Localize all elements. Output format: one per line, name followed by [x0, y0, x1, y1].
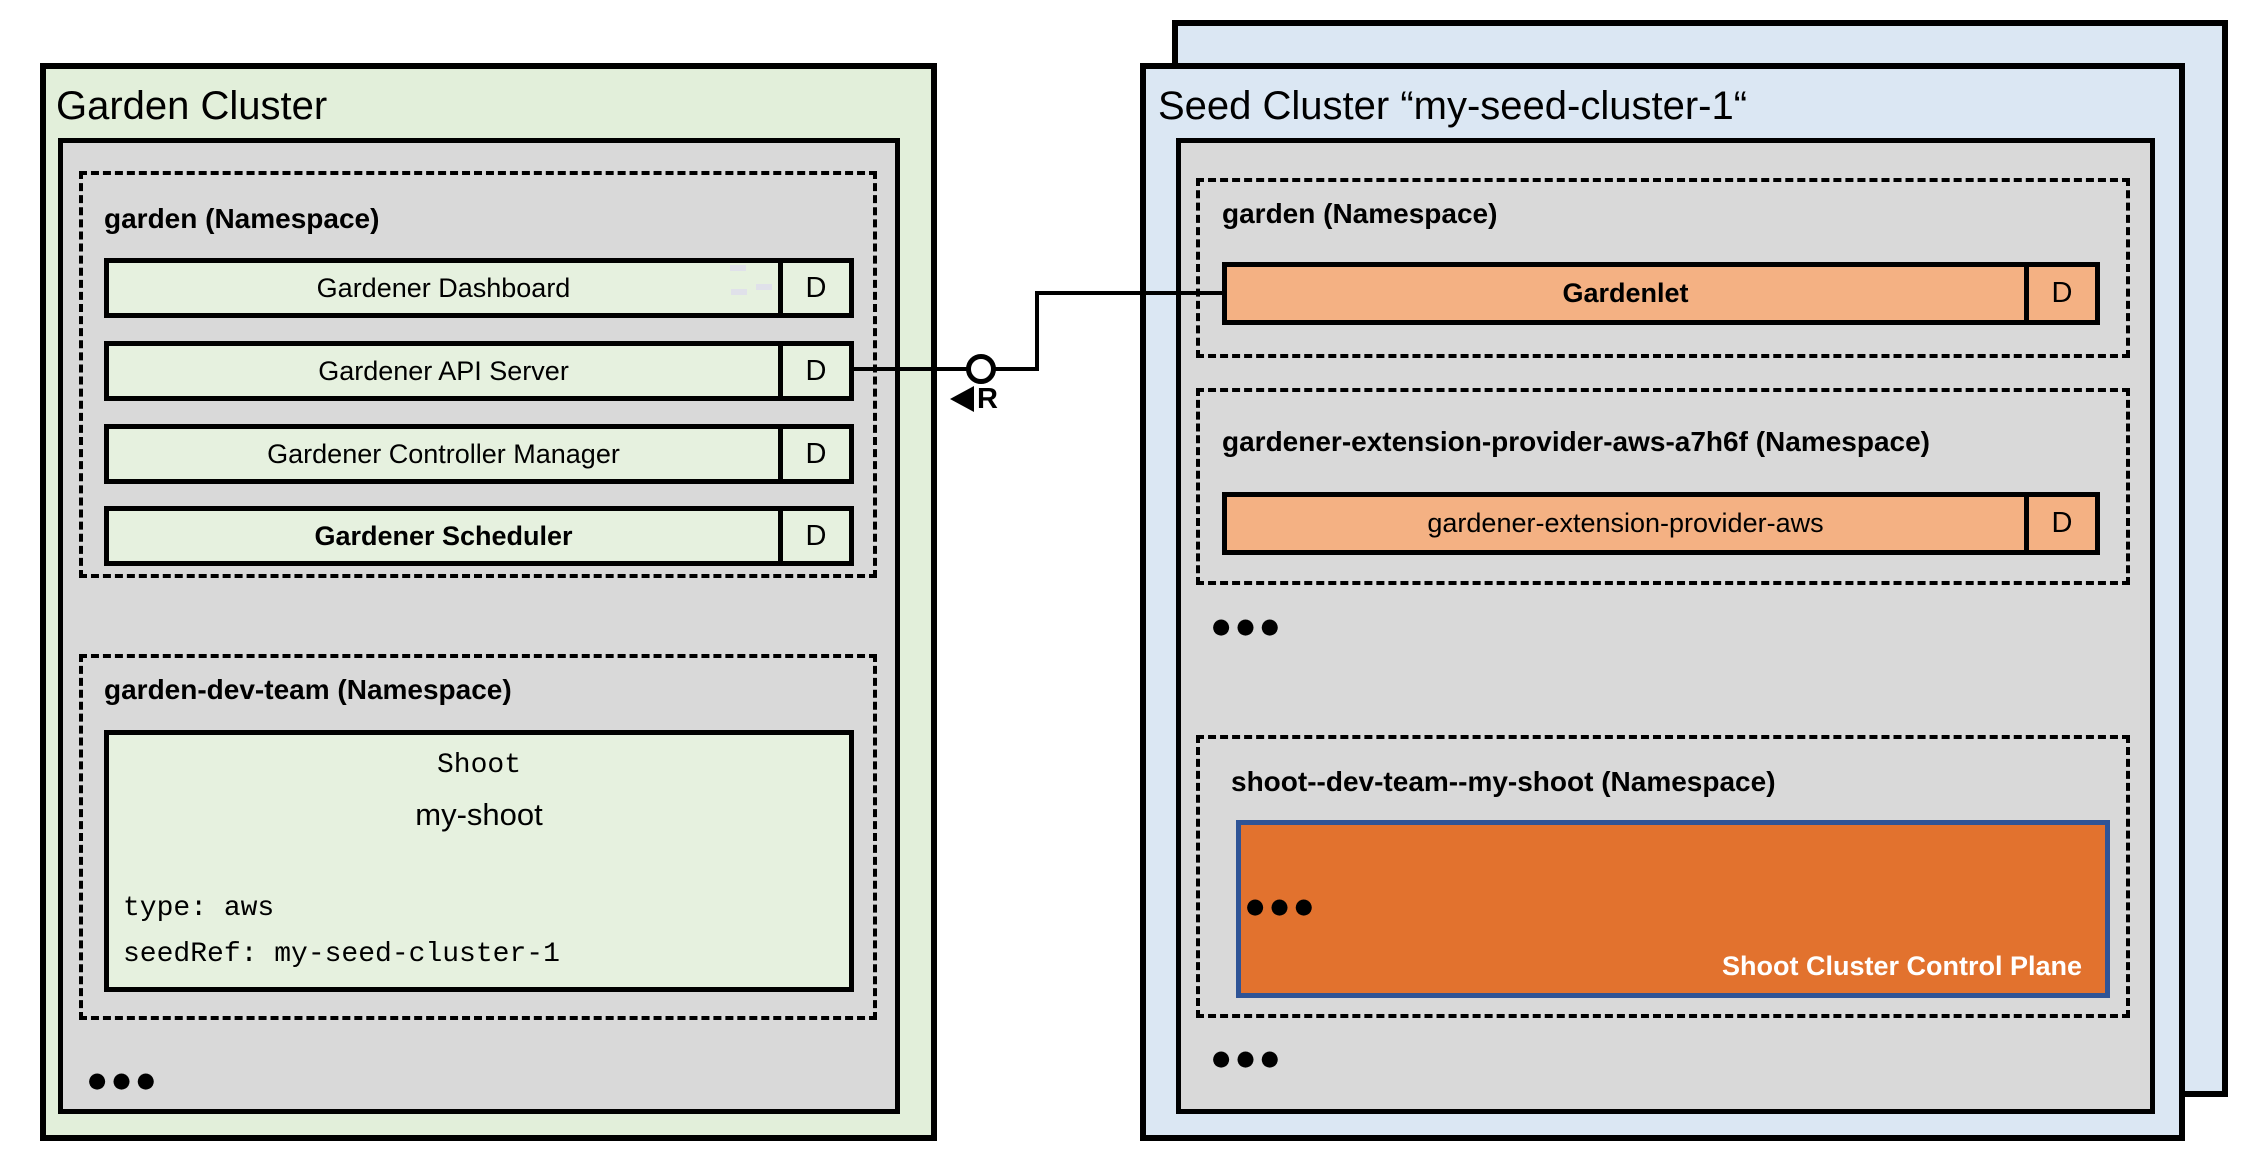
connector-line-horizontal: [854, 367, 1039, 371]
component-name: Gardener Scheduler: [314, 520, 573, 551]
connector-line-to-gardenlet: [1035, 291, 1222, 295]
seed-garden-namespace-label: garden (Namespace): [1222, 198, 1498, 229]
component-row-gardener-api-server: Gardener API Server D: [104, 341, 854, 401]
shoot-cluster-control-plane-box: [1236, 820, 2110, 998]
component-name: Gardener Controller Manager: [267, 438, 620, 469]
deployment-badge: D: [778, 346, 849, 396]
shoot-resource-card: Shoot my-shoot type: aws seedRef: my-see…: [104, 730, 854, 992]
deployment-badge: D: [2024, 267, 2095, 320]
ellipsis: ●●●: [88, 1068, 161, 1092]
seed-garden-namespace-box: [1196, 178, 2130, 358]
ellipsis: ●●●: [1212, 614, 1285, 638]
ellipsis: ●●●: [1246, 894, 1319, 918]
shoot-namespace-label: shoot--dev-team--my-shoot (Namespace): [1231, 766, 1776, 797]
artifact-dash: [756, 284, 772, 290]
component-row-gardener-dashboard: Gardener Dashboard D: [104, 258, 854, 318]
shoot-resource-kind: Shoot: [436, 750, 521, 781]
component-name: gardener-extension-provider-aws: [1427, 508, 1824, 538]
garden-cluster-title: Garden Cluster: [56, 84, 328, 128]
shoot-resource-name: my-shoot: [415, 797, 543, 832]
component-row-gardener-controller-manager: Gardener Controller Manager D: [104, 424, 854, 484]
component-row-extension-provider-aws: gardener-extension-provider-aws D: [1222, 492, 2100, 555]
ellipsis: ●●●: [1212, 1046, 1285, 1070]
garden-namespace-label: garden (Namespace): [104, 203, 380, 234]
deployment-badge: D: [2024, 497, 2095, 550]
request-label: R: [977, 383, 998, 415]
extension-provider-namespace-label: gardener-extension-provider-aws-a7h6f (N…: [1222, 426, 1930, 457]
component-name: Gardener Dashboard: [316, 272, 571, 303]
shoot-spec-type: type: aws: [123, 893, 275, 924]
shoot-namespace-box: [1196, 735, 2130, 1018]
component-name: Gardenlet: [1562, 278, 1689, 308]
seed-cluster-title: Seed Cluster “my-seed-cluster-1“: [1158, 84, 1748, 128]
garden-namespace-box: [79, 171, 877, 578]
deployment-badge: D: [778, 511, 849, 561]
shoot-cluster-control-plane-label: Shoot Cluster Control Plane: [1721, 951, 2082, 981]
component-row-gardenlet: Gardenlet D: [1222, 262, 2100, 325]
garden-dev-team-namespace-label: garden-dev-team (Namespace): [104, 674, 512, 705]
component-name: Gardener API Server: [318, 355, 569, 386]
artifact-dash: [730, 265, 746, 271]
deployment-badge: D: [778, 263, 849, 313]
connector-line-vertical: [1035, 291, 1039, 371]
deployment-badge: D: [778, 429, 849, 479]
garden-dev-team-namespace-box: [79, 654, 877, 1020]
interface-circle-icon: [966, 354, 996, 384]
shoot-spec-seedref: seedRef: my-seed-cluster-1: [123, 939, 560, 970]
request-direction-arrow-icon: [950, 386, 974, 412]
artifact-dash: [731, 289, 747, 295]
extension-provider-namespace-box: [1196, 388, 2130, 585]
component-row-gardener-scheduler: Gardener Scheduler D: [104, 506, 854, 566]
